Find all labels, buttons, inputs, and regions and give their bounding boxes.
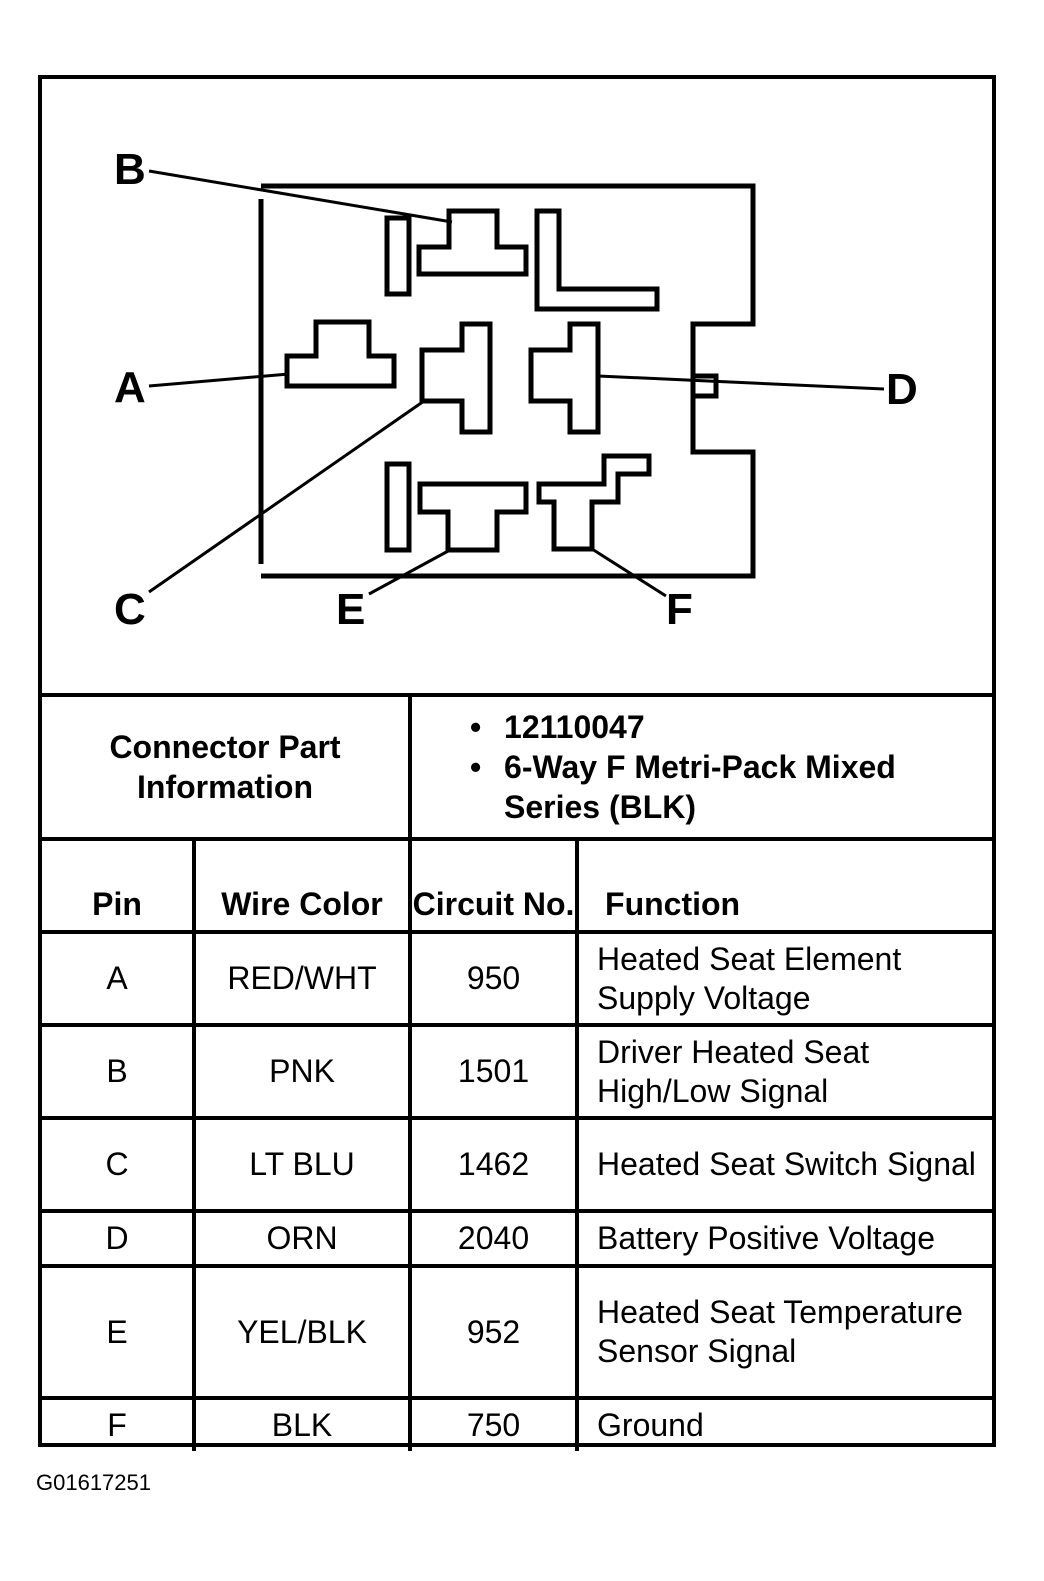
pin-label-c: C: [114, 585, 146, 634]
terminal-f: [536, 453, 652, 552]
cell-function: Driver Heated Seat High/Low Signal: [575, 1023, 993, 1120]
pin-label-d: D: [886, 365, 918, 414]
part-description: 6-Way F Metri-Pack Mixed Series (BLK): [470, 747, 992, 827]
terminal-e: [417, 481, 529, 553]
cell-function: Heated Seat Element Supply Voltage: [575, 930, 993, 1027]
cell-pin: E: [42, 1264, 196, 1400]
table-row: B PNK 1501 Driver Heated Seat High/Low S…: [42, 1023, 993, 1120]
cell-function: Heated Seat Switch Signal: [575, 1116, 993, 1213]
table-header-row: Pin Wire Color Circuit No. Function: [42, 837, 993, 934]
leader-line-e: [368, 548, 451, 596]
connector-figure: B A D C E F Connector Part Information 1…: [38, 75, 996, 1451]
pin-label-e: E: [336, 585, 365, 634]
pin-label-f: F: [666, 585, 693, 634]
header-wire-color: Wire Color: [191, 837, 413, 934]
key-rib-top-right: [534, 208, 660, 312]
cell-pin: C: [42, 1116, 196, 1213]
cell-function: Heated Seat Temperature Sensor Signal: [575, 1264, 993, 1400]
cell-circuit: 950: [408, 930, 580, 1027]
cell-circuit: 750: [408, 1396, 580, 1451]
table-row: A RED/WHT 950 Heated Seat Element Supply…: [42, 930, 993, 1027]
table-row: E YEL/BLK 952 Heated Seat Temperature Se…: [42, 1264, 993, 1400]
cell-function: Battery Positive Voltage: [575, 1209, 993, 1268]
table-row: D ORN 2040 Battery Positive Voltage: [42, 1209, 993, 1268]
cell-pin: A: [42, 930, 196, 1027]
cell-wire-color: BLK: [191, 1396, 413, 1451]
part-info-list: 12110047 6-Way F Metri-Pack Mixed Series…: [408, 693, 993, 841]
cell-circuit: 1501: [408, 1023, 580, 1120]
cell-wire-color: YEL/BLK: [191, 1264, 413, 1400]
header-circuit-no: Circuit No.: [408, 837, 580, 934]
lock-tab: [693, 373, 719, 399]
table-row: F BLK 750 Ground: [42, 1396, 993, 1451]
connector-diagram: B A D C E F: [114, 145, 918, 634]
cell-function: Ground: [575, 1396, 993, 1451]
cell-wire-color: PNK: [191, 1023, 413, 1120]
terminal-d: [528, 321, 601, 435]
terminal-a: [284, 319, 397, 389]
part-info-label: Connector Part Information: [42, 693, 413, 841]
leader-line-d: [597, 374, 885, 391]
leader-line-f: [591, 547, 667, 598]
key-rib-bottom-left: [384, 461, 412, 553]
table-row: C LT BLU 1462 Heated Seat Switch Signal: [42, 1116, 993, 1213]
terminal-b: [416, 208, 529, 277]
cell-circuit: 2040: [408, 1209, 580, 1268]
cell-wire-color: RED/WHT: [191, 930, 413, 1027]
part-info-row: Connector Part Information 12110047 6-Wa…: [42, 693, 993, 841]
cell-pin: D: [42, 1209, 196, 1268]
header-pin: Pin: [42, 837, 196, 934]
connector-pinout-table: Connector Part Information 12110047 6-Wa…: [42, 693, 993, 1451]
cell-wire-color: LT BLU: [191, 1116, 413, 1213]
header-function: Function: [575, 837, 993, 934]
cell-wire-color: ORN: [191, 1209, 413, 1268]
part-number: 12110047: [470, 707, 992, 747]
figure-id: G01617251: [36, 1470, 151, 1495]
cell-circuit: 1462: [408, 1116, 580, 1213]
leader-line-b: [148, 169, 453, 224]
leader-line-a: [148, 372, 290, 388]
pin-label-b: B: [114, 145, 146, 194]
cell-circuit: 952: [408, 1264, 580, 1400]
key-rib-top-left: [384, 215, 412, 297]
terminal-c: [419, 321, 493, 435]
pin-label-a: A: [114, 363, 146, 412]
cell-pin: F: [42, 1396, 196, 1451]
cell-pin: B: [42, 1023, 196, 1120]
connector-housing: [261, 183, 756, 579]
leader-line-c: [148, 399, 425, 594]
